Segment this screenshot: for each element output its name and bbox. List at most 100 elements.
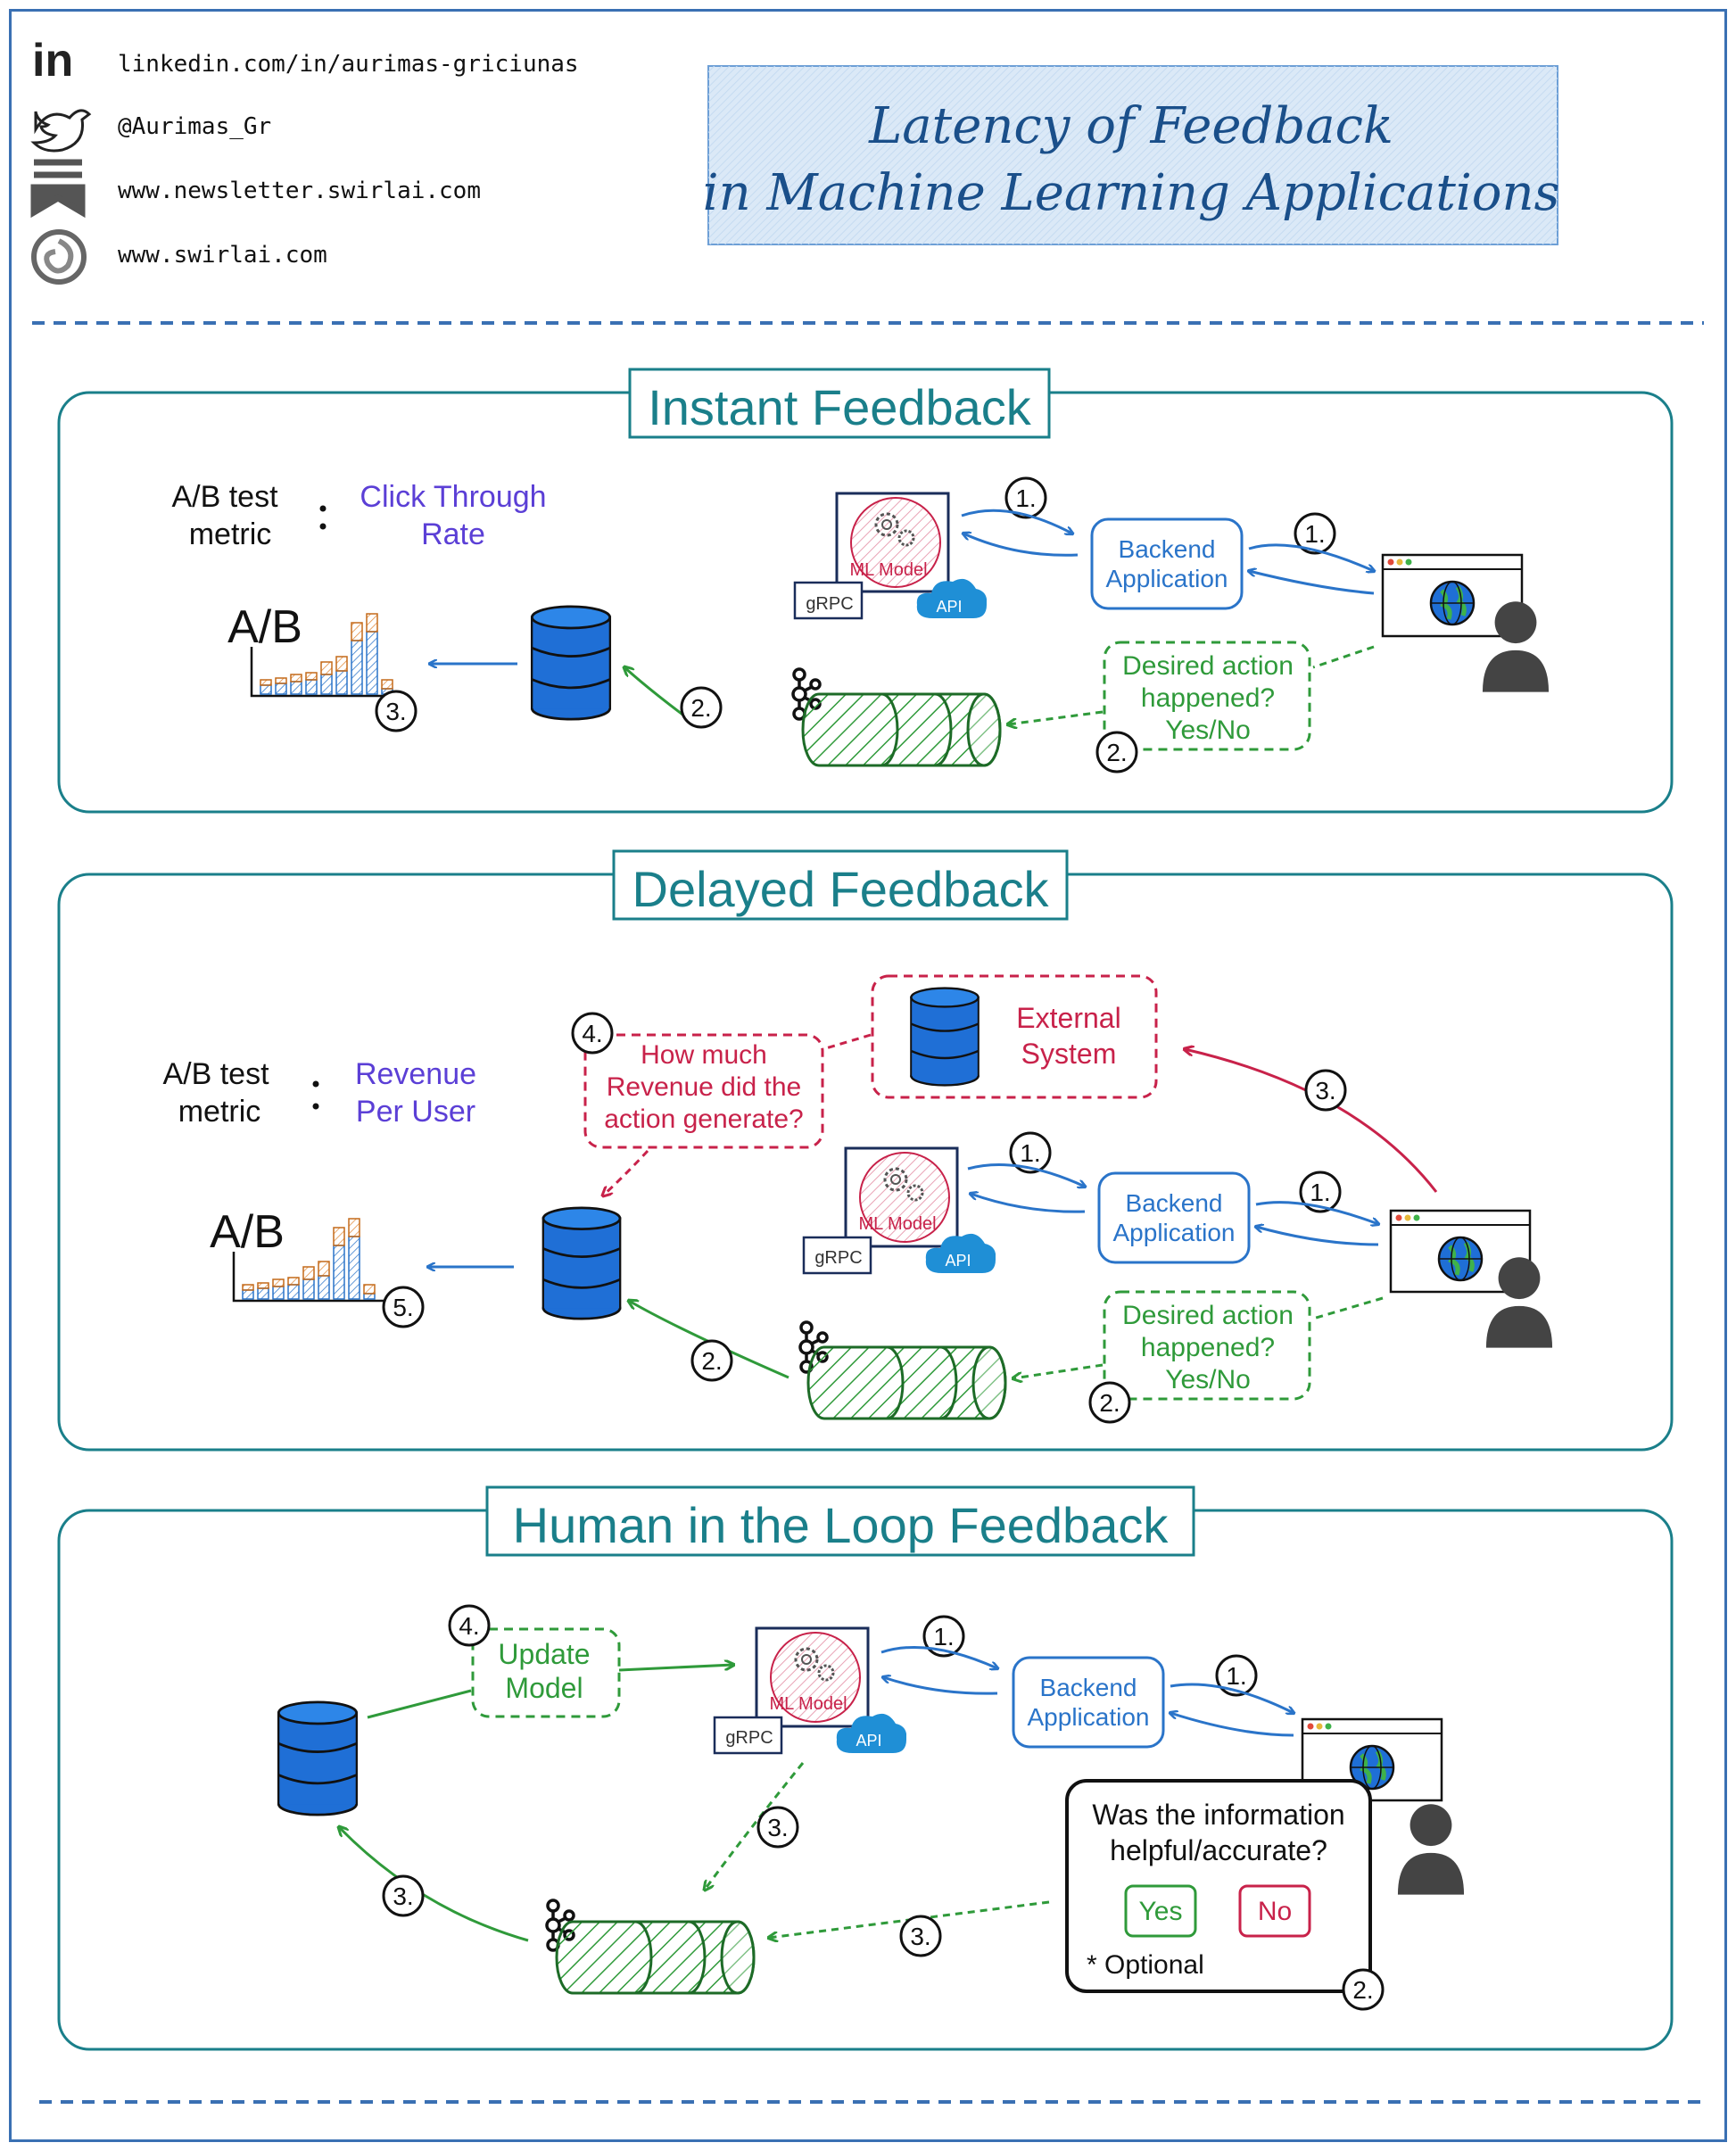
yes-button-label: Yes [1139, 1897, 1183, 1926]
delayed-dashed-external-question [825, 1033, 872, 1050]
instant-metric-value: Rate [421, 517, 485, 551]
instant-database [530, 605, 612, 721]
instant-step-2b [1095, 731, 1138, 774]
instant-stream [801, 692, 1002, 767]
delayed-arrow-ml-backend [967, 1163, 1085, 1187]
instant-ab-chart-bar-top [320, 661, 333, 675]
grpc-label: gRPC [806, 594, 853, 614]
delayed-arrow-backend-ml [971, 1194, 1086, 1213]
external-system-label: External [1016, 1002, 1120, 1034]
delayed-section-title-box [612, 849, 1069, 921]
hitl-step-1a-number: 1. [933, 1623, 954, 1650]
instant-arrow-backend-ml [963, 534, 1079, 557]
delayed-step-2b-number: 2. [1099, 1389, 1120, 1417]
hitl-arrow-ml-backend [880, 1645, 997, 1668]
delayed-step-1b [1299, 1171, 1342, 1213]
delayed-ab-chart-bar [287, 1284, 300, 1300]
yes-button[interactable] [1124, 1884, 1197, 1938]
hitl-backend-box [1012, 1656, 1165, 1749]
colon-dot [312, 1103, 319, 1110]
grpc-label: gRPC [725, 1728, 773, 1748]
no-button[interactable] [1238, 1884, 1311, 1938]
ml-model-label: ML Model [769, 1694, 847, 1714]
delayed-action-text: happened? [1141, 1333, 1275, 1362]
delayed-metric-label: metric [178, 1095, 261, 1129]
feedback-question: Was the information [1092, 1799, 1344, 1831]
delayed-ab-chart-axis [232, 1252, 385, 1303]
instant-ab-chart-bar-top [381, 679, 393, 690]
hitl-step-1a [922, 1615, 965, 1658]
bookmark-icon [30, 159, 86, 219]
hitl-step-4-number: 4. [459, 1612, 479, 1640]
delayed-arrow-to-stream [1013, 1363, 1104, 1378]
instant-arrow-ml-backend [961, 509, 1072, 534]
delayed-step-3 [1304, 1069, 1347, 1112]
title-box-hatch [708, 66, 1558, 244]
delayed-metric-value: Per User [356, 1095, 475, 1129]
backend-label: Application [1106, 565, 1228, 592]
delayed-ab-chart-bar [333, 1245, 345, 1300]
hitl-user-icon [1397, 1804, 1465, 1895]
instant-step-1a-number: 1. [1015, 484, 1036, 512]
page-frame [9, 9, 1727, 2142]
hitl-step-3b-number: 3. [767, 1814, 788, 1841]
hitl-step-3b [756, 1806, 799, 1849]
instant-ab-chart-bar-top [305, 672, 318, 681]
instant-action-text: Yes/No [1165, 716, 1251, 745]
delayed-step-2a [690, 1339, 733, 1382]
revenue-question-text: How much [641, 1040, 767, 1070]
hitl-step-3c [899, 1915, 942, 1957]
instant-step-2a [680, 686, 723, 729]
instant-ab-chart-bar-top [366, 613, 378, 633]
delayed-ab-chart-bar [302, 1278, 315, 1300]
delayed-ab-chart-bar-top [242, 1284, 254, 1291]
delayed-ab-chart-bar [363, 1293, 376, 1300]
delayed-arrow-to-db [603, 1149, 649, 1195]
hitl-arrow-ml-stream [705, 1762, 805, 1890]
instant-ab-chart-bar-top [260, 679, 272, 686]
ml-model-label: ML Model [849, 560, 927, 580]
instant-step-2b-number: 2. [1106, 739, 1127, 766]
no-button-label: No [1258, 1897, 1292, 1926]
instant-step-1b [1294, 512, 1336, 555]
delayed-action-box [1103, 1290, 1311, 1401]
hitl-section-title-box [485, 1485, 1195, 1557]
instant-ab-chart-bar [305, 679, 318, 695]
delayed-ab-chart-bar [272, 1286, 285, 1300]
header-link-0: linkedin.com/in/aurimas-griciunas [118, 51, 579, 78]
grpc-label: gRPC [814, 1248, 862, 1268]
feedback-question: helpful/accurate? [1110, 1834, 1327, 1866]
instant-ab-chart-bar-top [290, 674, 302, 683]
hitl-step-1b [1215, 1654, 1258, 1697]
instant-step-3-number: 3. [385, 698, 406, 725]
instant-ab-chart-bar [260, 684, 272, 695]
delayed-ab-chart-bar [242, 1289, 254, 1300]
delayed-ab-chart-bar-top [302, 1266, 315, 1280]
delayed-step-1b-number: 1. [1310, 1179, 1330, 1206]
hitl-database [277, 1700, 359, 1816]
title-line-2: in Machine Learning Applications [703, 164, 1560, 222]
colon-dot [319, 505, 327, 512]
hitl-arrow-update-ml [618, 1665, 733, 1672]
revenue-question-box [583, 1033, 824, 1149]
hitl-line-db-update [367, 1689, 472, 1719]
linkedin-icon: in [32, 35, 73, 87]
delayed-dashed-user-action [1312, 1296, 1384, 1320]
instant-step-2a-number: 2. [690, 694, 711, 722]
instant-metric-label: A/B test [171, 480, 278, 514]
swirl-logo-icon [31, 229, 87, 285]
instant-arrow-browser-backend [1249, 571, 1375, 595]
delayed-step-1a-number: 1. [1020, 1139, 1040, 1167]
instant-arrow-backend-browser [1248, 543, 1374, 571]
instant-ab-chart-bar [351, 640, 363, 695]
instant-section-title: Instant Feedback [648, 379, 1032, 435]
instant-ab-chart-bar [335, 670, 348, 695]
delayed-ab-chart-bar [348, 1236, 360, 1300]
revenue-question-text: action generate? [604, 1104, 804, 1134]
update-model-box [471, 1627, 621, 1718]
external-database [910, 987, 980, 1087]
delayed-arrow-to-db [629, 1301, 789, 1379]
delayed-ab-chart-label: A/B [210, 1206, 285, 1258]
